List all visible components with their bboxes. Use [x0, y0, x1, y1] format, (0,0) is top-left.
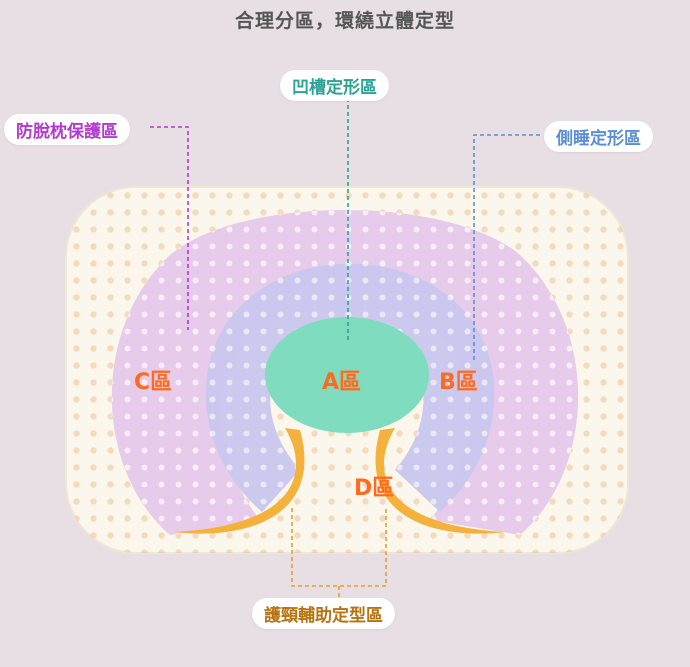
leader-line-d — [291, 508, 387, 587]
zone-b-label: B區 — [439, 370, 478, 395]
leader-line-c — [150, 126, 189, 330]
label-concave-zone: 凹槽定形區 — [280, 70, 389, 101]
leader-line-b — [473, 134, 540, 362]
label-anti-slip-zone: 防脫枕保護區 — [4, 114, 130, 145]
zone-d-right-crescent — [375, 428, 505, 534]
zone-c-label: C區 — [134, 370, 173, 395]
label-side-sleep-zone: 側睡定形區 — [544, 121, 653, 152]
zone-a-label: A區 — [322, 370, 362, 395]
label-neck-zone: 護頸輔助定型區 — [252, 598, 395, 629]
zone-d-label: D區 — [354, 476, 395, 501]
page-title: 合理分區，環繞立體定型 — [234, 10, 455, 32]
zone-a-area — [265, 317, 429, 433]
zone-d-left-crescent — [175, 428, 305, 534]
